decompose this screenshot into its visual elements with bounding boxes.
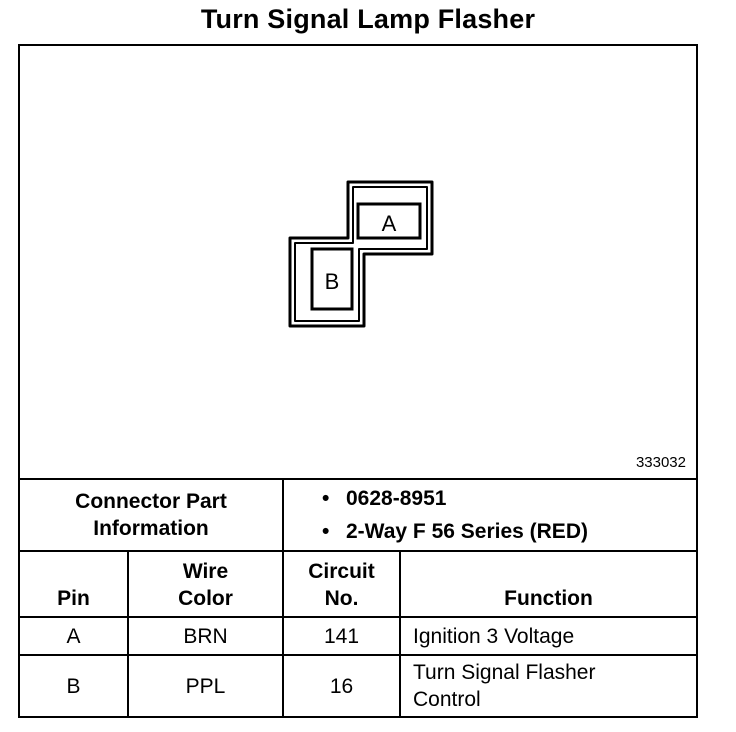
row-a-wire-color: BRN xyxy=(183,624,228,648)
connector-housing-outer xyxy=(288,180,434,328)
row-b-pin: B xyxy=(66,674,81,698)
header-circuit-line2: No. xyxy=(324,587,359,610)
divider-info-column xyxy=(282,478,284,550)
row-a-circuit: 141 xyxy=(323,624,360,648)
row-b-circuit: 16 xyxy=(329,674,354,698)
bullet-icon: • xyxy=(322,487,330,510)
row-b-function-line2: Control xyxy=(413,688,481,711)
connector-face-drawing: A B xyxy=(288,180,434,328)
divider-col-circuit xyxy=(399,550,401,716)
connector-diagram: A B 333032 xyxy=(20,46,696,478)
connector-type: 2-Way F 56 Series (RED) xyxy=(346,520,588,543)
divider-diagram xyxy=(20,478,696,480)
divider-col-wire xyxy=(282,550,284,716)
row-b-function-line1: Turn Signal Flasher xyxy=(413,661,596,684)
header-circuit: Circuit No. xyxy=(284,552,399,616)
header-wire-color-line2: Color xyxy=(178,587,233,610)
connector-info-item: • 2-Way F 56 Series (RED) xyxy=(322,515,588,548)
row-a-pin: A xyxy=(66,624,81,648)
divider-connector-info xyxy=(20,550,696,552)
connector-info-item: • 0628-8951 xyxy=(322,482,588,515)
page-title: Turn Signal Lamp Flasher xyxy=(200,4,536,34)
connector-sheet: A B 333032 Connector Part Information Pi… xyxy=(18,44,698,718)
row-b-wire-color: PPL xyxy=(185,674,226,698)
divider-header xyxy=(20,616,696,618)
connector-part-number: 0628-8951 xyxy=(346,487,447,510)
header-circuit-line1: Circuit xyxy=(308,560,375,583)
row-a-function: Ignition 3 Voltage xyxy=(413,624,575,648)
header-wire-color-line1: Wire xyxy=(182,560,229,583)
header-pin: Pin xyxy=(57,587,90,610)
header-function: Function xyxy=(504,587,593,610)
cavity-b-label: B xyxy=(325,269,340,294)
connector-info-label-line1: Connector Part xyxy=(75,490,227,513)
connector-housing-inner xyxy=(294,186,428,322)
cavity-a-label: A xyxy=(382,211,397,236)
bullet-icon: • xyxy=(322,520,330,543)
connector-info-list: • 0628-8951 • 2-Way F 56 Series (RED) xyxy=(322,482,588,548)
connector-info-label-line2: Information xyxy=(93,517,209,540)
divider-col-pin xyxy=(127,550,129,716)
header-wire-color: Wire Color xyxy=(129,552,282,616)
cavity-a xyxy=(356,202,422,240)
connector-info-label: Connector Part Information xyxy=(20,482,282,548)
divider-row-a xyxy=(20,654,696,656)
row-b-function: Turn Signal Flasher Control xyxy=(401,656,696,716)
drawing-number: 333032 xyxy=(635,454,686,471)
cavity-b xyxy=(310,247,354,311)
